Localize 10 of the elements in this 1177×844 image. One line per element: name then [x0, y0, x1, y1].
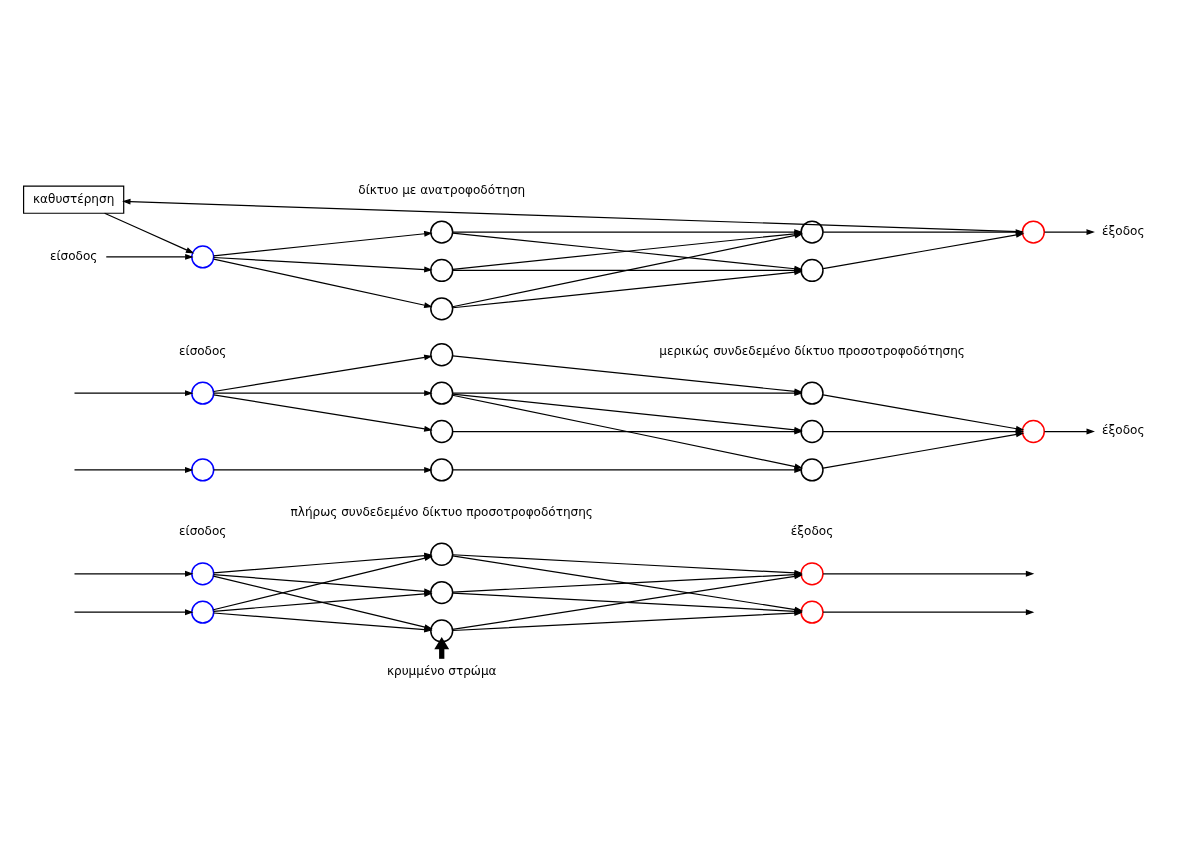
- node-text: έξοδος: [1102, 223, 1145, 238]
- label: είσοδος: [179, 343, 227, 358]
- node-text: κρυμμένο στρώμα: [386, 663, 497, 678]
- label: δίκτυο με ανατροφοδότηση: [358, 182, 526, 197]
- label: μερικώς συνδεδεμένο δίκτυο προσοτροφοδότησης: [659, 343, 965, 358]
- node-text: είσοδος: [49, 248, 98, 263]
- label: πλήρως συνδεδεμένο δίκτυο προσοτροφοδότησης: [290, 504, 593, 519]
- label: έξοδος: [790, 523, 834, 538]
- label: είσοδος: [179, 523, 227, 538]
- node-text: έξοδος: [1102, 422, 1145, 437]
